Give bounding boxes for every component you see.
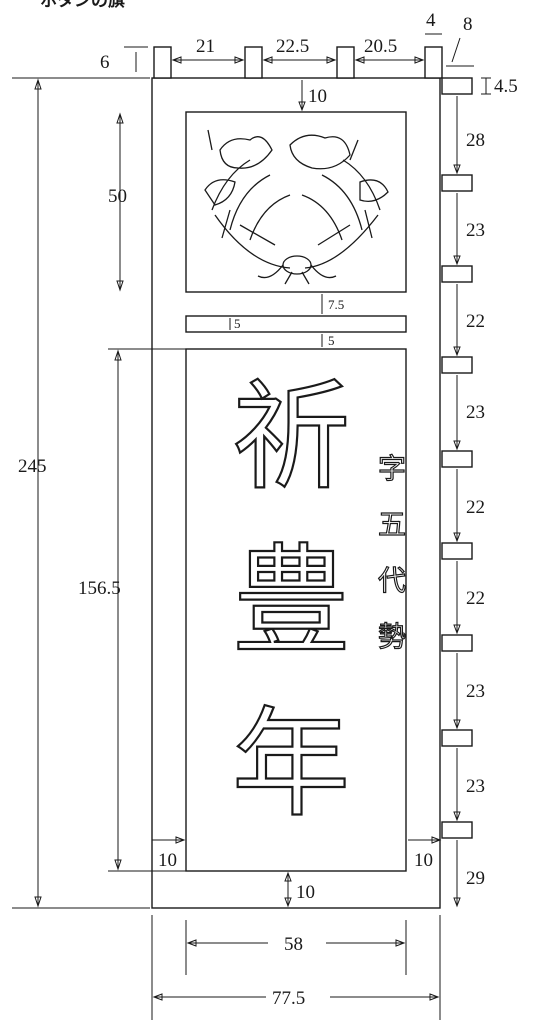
strip-dimensions: 7.5 5 5 xyxy=(229,294,344,348)
dim-side-gap-7: 23 xyxy=(466,681,485,702)
dim-tab-width: 4 xyxy=(426,10,436,31)
dim-strip-height: 5 xyxy=(234,316,241,331)
side-char-4: 勢 xyxy=(378,620,406,653)
side-tab xyxy=(441,634,473,652)
side-char-3: 代 xyxy=(378,564,406,597)
side-tab xyxy=(441,174,473,192)
side-tab xyxy=(441,356,473,374)
bottom-margin-dimension: 10 xyxy=(284,871,315,908)
dim-side-gap-1: 28 xyxy=(466,130,485,151)
dim-top-tab-height: 6 xyxy=(100,52,110,73)
dim-right-margin: 10 xyxy=(414,850,433,871)
side-tab xyxy=(441,265,473,283)
main-text-column: 祈 豊 年 xyxy=(231,367,351,834)
dim-side-gap-6: 22 xyxy=(466,588,485,609)
center-strip xyxy=(185,315,407,333)
dim-top-margin: 10 xyxy=(308,86,327,107)
top-tab-4 xyxy=(424,46,443,79)
side-char-2: 五 xyxy=(378,508,406,541)
side-margin-dimensions: 10 10 xyxy=(152,836,442,871)
side-tab xyxy=(441,450,473,468)
main-char-1: 祈 xyxy=(232,368,350,506)
side-tab xyxy=(441,77,473,95)
dim-inner-width: 58 xyxy=(284,934,303,955)
dim-tab-gap-2: 22.5 xyxy=(276,36,309,57)
dim-side-gap-2: 23 xyxy=(466,220,485,241)
top-tab-dimensions: 21 22.5 20.5 4 8 xyxy=(171,10,474,67)
dim-gap-below-strip: 5 xyxy=(328,333,335,348)
dim-side-gap-8: 23 xyxy=(466,776,485,797)
diagram-heading: ホタンの旗 xyxy=(40,0,125,11)
dim-total-height: 245 xyxy=(18,456,47,477)
dim-side-gap-4: 23 xyxy=(466,402,485,423)
dim-bottom-margin: 10 xyxy=(296,882,315,903)
dim-side-gap-9: 29 xyxy=(466,868,485,889)
dim-side-tab-height: 4.5 xyxy=(494,76,518,97)
side-tabs xyxy=(441,77,473,839)
rice-sheaf-illustration xyxy=(204,129,389,285)
picture-height-dimension: 50 xyxy=(108,112,127,292)
dim-text-panel-height: 156.5 xyxy=(78,578,121,599)
main-char-2: 豊 xyxy=(232,532,350,670)
dim-side-gap-5: 22 xyxy=(466,497,485,518)
top-tab-2 xyxy=(244,46,263,79)
picture-panel xyxy=(185,111,407,293)
side-tab xyxy=(441,542,473,560)
dim-side-gap-3: 22 xyxy=(466,311,485,332)
top-margin-dimension: 10 xyxy=(298,80,327,112)
text-panel-height-dimension: 156.5 xyxy=(78,348,186,872)
inner-width-dimension: 58 xyxy=(185,920,407,975)
dim-gap-above-strip: 7.5 xyxy=(328,297,344,312)
dim-tab-gap-1: 21 xyxy=(196,36,215,57)
tab-height-dimension: 6 xyxy=(100,46,148,79)
total-width-dimension: 77.5 xyxy=(151,915,441,1020)
side-text-column: 字 五 代 勢 xyxy=(377,451,406,653)
side-gap-dimensions: 28 23 22 23 22 22 23 23 29 xyxy=(453,96,485,908)
side-tab xyxy=(441,821,473,839)
main-char-3: 年 xyxy=(232,695,350,833)
side-tab-height-dimension: 4.5 xyxy=(481,76,518,97)
side-char-1: 字 xyxy=(378,452,406,485)
dim-side-tab-width: 8 xyxy=(463,14,473,35)
dim-tab-gap-3: 20.5 xyxy=(364,36,397,57)
total-height-dimension: 245 xyxy=(12,77,150,909)
side-tab xyxy=(441,729,473,747)
dim-total-width: 77.5 xyxy=(272,988,305,1009)
dim-left-margin: 10 xyxy=(158,850,177,871)
dim-picture-height: 50 xyxy=(108,186,127,207)
text-panel xyxy=(185,348,407,872)
top-tab-1 xyxy=(153,46,172,79)
top-tab-3 xyxy=(336,46,355,79)
